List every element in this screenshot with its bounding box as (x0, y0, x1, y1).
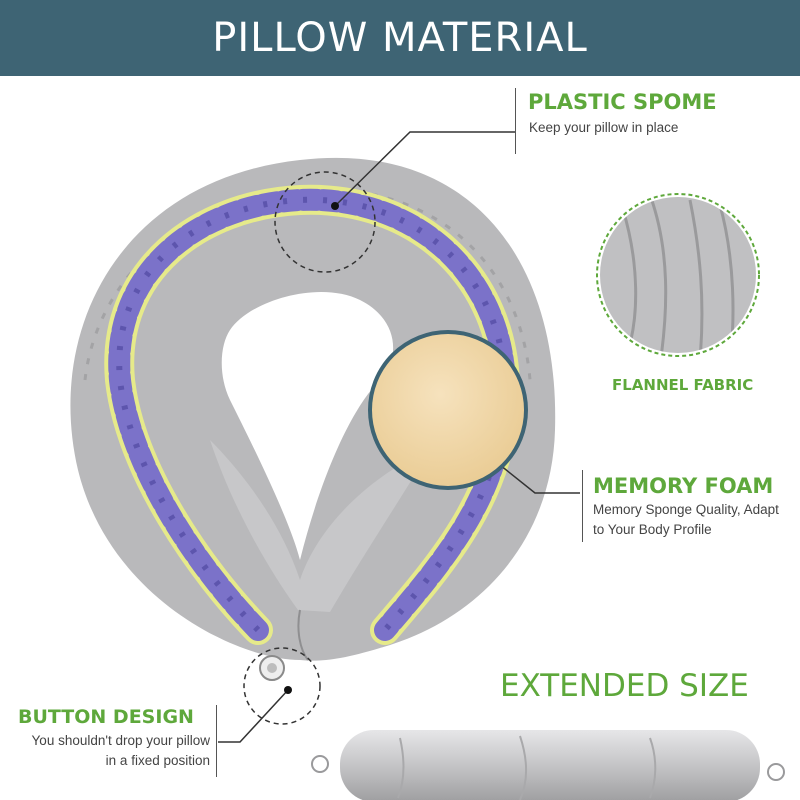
extended-roll-pillow (311, 730, 785, 800)
button-design-title: BUTTON DESIGN (18, 706, 194, 728)
button-label-bar (216, 705, 217, 777)
extended-size-title: EXTENDED SIZE (500, 668, 749, 704)
header-banner: PILLOW MATERIAL (0, 0, 800, 76)
memory-foam-desc-line1: Memory Sponge Quality, Adapt (593, 502, 779, 517)
flannel-fabric-title: FLANNEL FABRIC (612, 376, 754, 394)
memory-foam-title: MEMORY FOAM (593, 474, 774, 498)
button-zoom-circle (243, 647, 321, 725)
memory-label-bar (582, 470, 583, 542)
plastic-spome-title: PLASTIC SPOME (528, 90, 717, 114)
button-design-desc-line2: in a fixed position (105, 753, 210, 768)
memory-foam-swatch (368, 330, 528, 490)
plastic-zoom-circle (274, 171, 376, 273)
button-design-desc-line1: You shouldn't drop your pillow (31, 733, 210, 748)
snap-button (259, 655, 285, 681)
memory-foam-desc-line2: to Your Body Profile (593, 522, 712, 537)
page-title: PILLOW MATERIAL (212, 15, 588, 61)
plastic-spome-desc: Keep your pillow in place (529, 120, 679, 135)
plastic-label-bar (515, 88, 516, 154)
flannel-swatch (596, 193, 760, 357)
